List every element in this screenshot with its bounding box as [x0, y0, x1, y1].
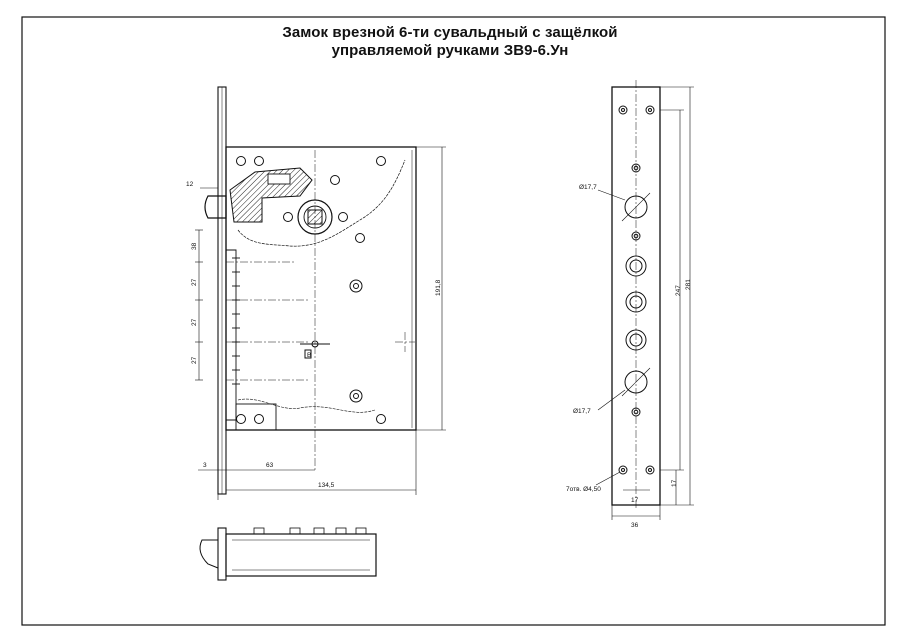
drawing-title: Замок врезной 6-ти сувальдный с защёлкой… [150, 24, 750, 60]
sheet-frame [21, 16, 886, 626]
faceplate-holes [618, 105, 655, 475]
title-line-2: управляемой ручками ЗВ9-6.Ун [331, 42, 569, 59]
front-view [195, 86, 446, 500]
latch-hatch [229, 167, 313, 223]
faceplate-dimensions [595, 86, 694, 520]
faceplate-labels: Ø17,7 Ø17,7 7отв. Ø4,50 247 281 17 17 36 [566, 184, 692, 529]
dia-top-label: Ø17,7 [579, 184, 597, 191]
mark-b: B [307, 352, 311, 359]
dim-281: 281 [685, 279, 692, 290]
dim-247: 247 [675, 285, 682, 296]
bottom-view [199, 527, 377, 581]
holes-note-label: 7отв. Ø4,50 [566, 486, 601, 493]
dim-134-5: 134,5 [318, 482, 335, 489]
dim-27-c: 27 [191, 356, 198, 364]
dim-191-8: 191,8 [435, 279, 442, 296]
dim-63: 63 [266, 462, 274, 469]
dia-bottom-label: Ø17,7 [573, 408, 591, 415]
dim-27-a: 27 [191, 278, 198, 286]
dim-36: 36 [631, 522, 639, 529]
front-view-labels: 12 38 27 27 27 191,8 3 63 134,5 B [186, 181, 442, 489]
faceplate-view [595, 80, 694, 520]
deadbolt-tabs [226, 249, 240, 421]
case-holes [236, 156, 386, 424]
dim-38: 38 [191, 242, 198, 250]
dim-17-horizontal: 17 [631, 497, 639, 504]
lock-case [225, 146, 417, 431]
dim-3: 3 [203, 462, 207, 469]
dim-27-b: 27 [191, 318, 198, 326]
dim-12: 12 [186, 181, 194, 188]
latch-bolt [204, 195, 227, 219]
cutaway-line [237, 159, 406, 247]
dim-17-vertical: 17 [671, 479, 678, 487]
title-line-1: Замок врезной 6-ти сувальдный с защёлкой [282, 24, 618, 41]
front-dimensions [195, 146, 446, 500]
